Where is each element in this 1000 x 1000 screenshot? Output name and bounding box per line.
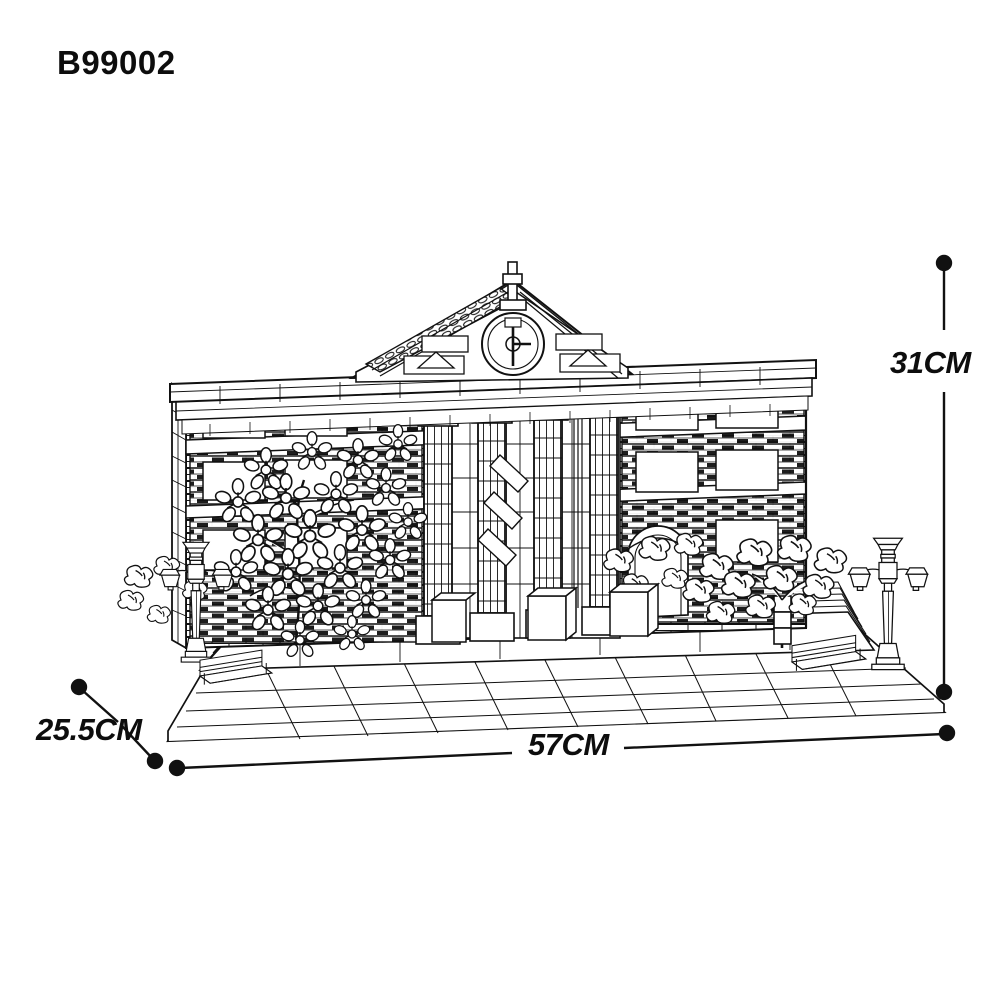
pediment-clock bbox=[481, 312, 545, 376]
dimension-label-height: 31CM bbox=[890, 345, 971, 380]
planter-group bbox=[429, 582, 661, 643]
product-code-label: B99002 bbox=[57, 44, 176, 81]
cornice-entablature bbox=[169, 358, 817, 436]
tree-right bbox=[603, 532, 848, 648]
dimension-line-depth bbox=[70, 678, 164, 770]
interior-stair bbox=[477, 454, 529, 567]
dimension-label-width: 57CM bbox=[528, 727, 609, 762]
dimension-label-depth: 25.5CM bbox=[36, 712, 142, 747]
dimension-line-width bbox=[168, 724, 956, 777]
pediment-gable bbox=[348, 261, 635, 383]
roof-finial-antenna bbox=[499, 261, 527, 311]
dimension-line-height bbox=[935, 254, 953, 701]
flowering-tree-left bbox=[117, 423, 429, 660]
